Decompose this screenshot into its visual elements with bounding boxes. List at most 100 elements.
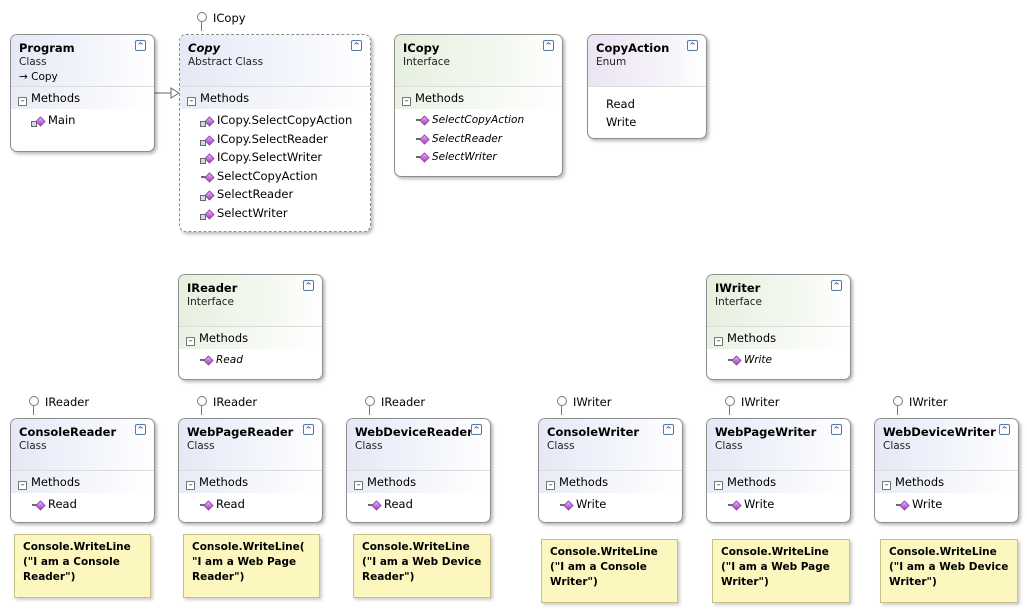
minus-icon[interactable]: - <box>546 481 555 490</box>
method-item[interactable]: ICopy.SelectWriter <box>180 148 370 167</box>
method-icon <box>416 135 427 143</box>
interface-header: IWriter Interface ^ <box>707 275 850 326</box>
comment-note[interactable]: Console.WriteLine ("I am a Web Device Re… <box>353 534 491 598</box>
interface-lollipop: ICopy <box>197 11 257 33</box>
collapse-icon[interactable]: ^ <box>303 424 314 435</box>
method-item[interactable]: Main <box>11 111 154 130</box>
comment-note[interactable]: Console.WriteLine ("I am a Web Device Wr… <box>880 539 1018 603</box>
method-icon <box>200 501 211 509</box>
interface-lollipop: IReader <box>197 395 267 417</box>
method-item[interactable]: SelectCopyAction <box>180 167 370 186</box>
collapse-icon[interactable]: ^ <box>135 40 146 51</box>
minus-icon[interactable]: - <box>186 337 195 346</box>
collapse-icon[interactable]: ^ <box>543 40 554 51</box>
method-item[interactable]: Read <box>179 495 322 514</box>
collapse-icon[interactable]: ^ <box>471 424 482 435</box>
methods-section-header[interactable]: -Methods <box>11 86 154 109</box>
class-header: WebPageReader Class ^ <box>179 419 322 470</box>
interface-stereotype: Interface <box>715 296 763 308</box>
minus-icon[interactable]: - <box>714 481 723 490</box>
interface-header: IReader Interface ^ <box>179 275 322 326</box>
enum-value[interactable]: Read <box>606 97 635 111</box>
method-icon <box>896 501 907 509</box>
webdevicereader-class-shape[interactable]: WebDeviceReader Class ^ -Methods Read <box>346 418 491 523</box>
method-item[interactable]: Write <box>539 495 682 514</box>
ireader-interface-shape[interactable]: IReader Interface ^ -Methods Read <box>178 274 323 380</box>
interface-lollipop: IReader <box>29 395 99 417</box>
method-item[interactable]: Read <box>179 351 322 370</box>
consolereader-class-shape[interactable]: ConsoleReader Class ^ -Methods Read <box>10 418 155 523</box>
method-item[interactable]: Write <box>707 351 850 370</box>
minus-icon[interactable]: - <box>186 481 195 490</box>
methods-section-header[interactable]: -Methods <box>180 86 370 109</box>
method-item[interactable]: SelectReader <box>180 185 370 204</box>
iwriter-interface-shape[interactable]: IWriter Interface ^ -Methods Write <box>706 274 851 380</box>
method-item[interactable]: SelectWriter <box>180 204 370 223</box>
method-item[interactable]: Write <box>707 495 850 514</box>
methods-section-header[interactable]: -Methods <box>707 470 850 493</box>
base-class-label: → Copy <box>19 71 58 83</box>
minus-icon[interactable]: - <box>18 97 27 106</box>
minus-icon[interactable]: - <box>402 97 411 106</box>
class-stereotype: Abstract Class <box>188 56 264 68</box>
collapse-icon[interactable]: ^ <box>303 280 314 291</box>
comment-note[interactable]: Console.WriteLine ("I am a Console Reade… <box>14 534 151 598</box>
interface-name: ICopy <box>403 41 440 55</box>
enum-header: CopyAction Enum ^ <box>588 35 706 86</box>
class-name: ConsoleWriter <box>547 425 640 439</box>
collapse-icon[interactable]: ^ <box>999 424 1010 435</box>
comment-note[interactable]: Console.WriteLine ("I am a Web Page Writ… <box>712 539 850 603</box>
collapse-icon[interactable]: ^ <box>831 280 842 291</box>
methods-section-header[interactable]: -Methods <box>179 470 322 493</box>
methods-section-header[interactable]: -Methods <box>875 470 1018 493</box>
comment-note[interactable]: Console.WriteLine( "I am a Web Page Read… <box>183 534 320 598</box>
minus-icon[interactable]: - <box>882 481 891 490</box>
methods-section-header[interactable]: -Methods <box>707 326 850 349</box>
interface-stereotype: Interface <box>187 296 235 308</box>
lollipop-circle-icon <box>557 396 567 406</box>
collapse-icon[interactable]: ^ <box>663 424 674 435</box>
method-item[interactable]: Write <box>875 495 1018 514</box>
method-icon <box>31 117 43 127</box>
webpagewriter-class-shape[interactable]: WebPageWriter Class ^ -Methods Write <box>706 418 851 523</box>
method-item[interactable]: ICopy.SelectCopyAction <box>180 111 370 130</box>
class-stereotype: Class <box>547 440 575 452</box>
consolewriter-class-shape[interactable]: ConsoleWriter Class ^ -Methods Write <box>538 418 683 523</box>
lollipop-circle-icon <box>197 396 207 406</box>
method-item[interactable]: SelectReader <box>395 130 562 149</box>
method-item[interactable]: SelectCopyAction <box>395 111 562 130</box>
interface-lollipop: IWriter <box>725 395 795 417</box>
methods-section-header[interactable]: -Methods <box>347 470 490 493</box>
method-item[interactable]: Read <box>11 495 154 514</box>
method-item[interactable]: ICopy.SelectReader <box>180 130 370 149</box>
minus-icon[interactable]: - <box>18 481 27 490</box>
class-header: ConsoleWriter Class ^ <box>539 419 682 470</box>
methods-section-header[interactable]: -Methods <box>539 470 682 493</box>
method-icon <box>368 501 379 509</box>
methods-section-header[interactable]: -Methods <box>11 470 154 493</box>
method-item[interactable]: Read <box>347 495 490 514</box>
collapse-icon[interactable]: ^ <box>135 424 146 435</box>
class-name: WebPageWriter <box>715 425 817 439</box>
copy-abstract-class-shape[interactable]: Copy Abstract Class ^ -Methods ICopy.Sel… <box>179 34 371 232</box>
collapse-icon[interactable]: ^ <box>351 40 362 51</box>
icopy-interface-shape[interactable]: ICopy Interface ^ -Methods SelectCopyAct… <box>394 34 563 177</box>
minus-icon[interactable]: - <box>354 481 363 490</box>
program-class-shape[interactable]: Program Class → Copy ^ -Methods Main <box>10 34 155 152</box>
interface-header: ICopy Interface ^ <box>395 35 562 86</box>
comment-note[interactable]: Console.WriteLine ("I am a Console Write… <box>541 539 678 603</box>
minus-icon[interactable]: - <box>714 337 723 346</box>
enum-value[interactable]: Write <box>606 115 637 129</box>
class-header: WebDeviceWriter Class ^ <box>875 419 1018 470</box>
collapse-icon[interactable]: ^ <box>687 40 698 51</box>
methods-section-header[interactable]: -Methods <box>395 86 562 109</box>
collapse-icon[interactable]: ^ <box>831 424 842 435</box>
method-item[interactable]: SelectWriter <box>395 148 562 167</box>
copyaction-enum-shape[interactable]: CopyAction Enum ^ Read Write <box>587 34 707 139</box>
methods-section-header[interactable]: -Methods <box>179 326 322 349</box>
webdevicewriter-class-shape[interactable]: WebDeviceWriter Class ^ -Methods Write <box>874 418 1019 523</box>
webpagereader-class-shape[interactable]: WebPageReader Class ^ -Methods Read <box>178 418 323 523</box>
class-name: Program <box>19 41 75 55</box>
lollipop-circle-icon <box>29 396 39 406</box>
minus-icon[interactable]: - <box>187 97 196 106</box>
